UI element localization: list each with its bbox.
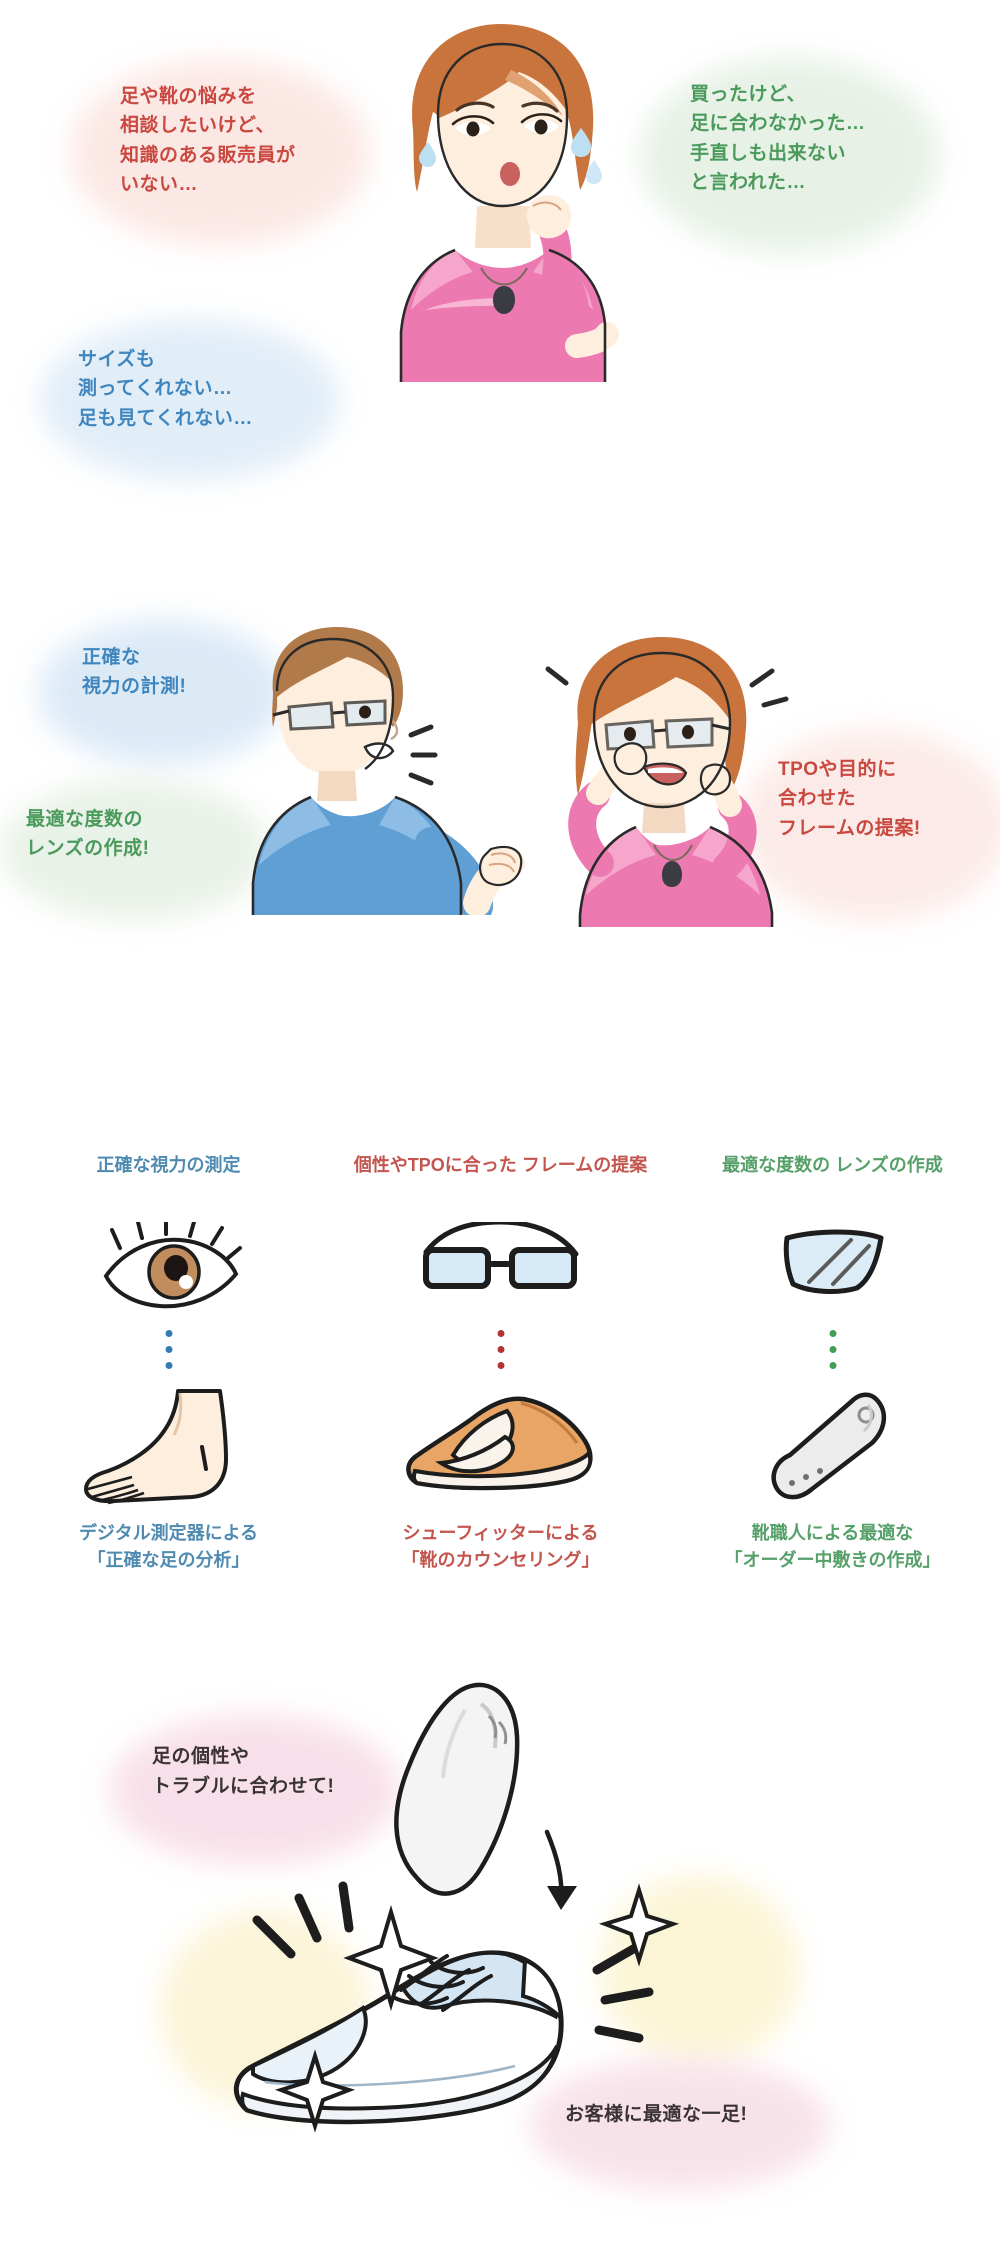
- sneaker-with-insole-illustration: [234, 1682, 680, 2133]
- dotted-connector-frame-shoe: [497, 1330, 504, 1369]
- column-measurement: 正確な視力の測定: [2, 1130, 335, 1650]
- bubble-text-problem-staff: 足や靴の悩みを 相談したいけど、 知識のある販売員が いない…: [120, 86, 296, 196]
- sparkle-icon: [274, 2049, 356, 2133]
- dotted-connector-measurement: [165, 1330, 172, 1369]
- sparkle-icon: [598, 1883, 680, 1967]
- eye-icon: [103, 1222, 242, 1309]
- column-foot-lens-insole: 靴職人による最適な 「オーダー中敷きの作成」: [724, 1523, 941, 1570]
- column-head-measurement: 正確な視力の測定: [96, 1155, 241, 1175]
- column-lens-insole: 最適な度数の レンズの作成 靴職人による最適な 「オーダー中敷きの作成」: [666, 1130, 999, 1650]
- column-head-frame-shoe: 個性やTPOに合った フレームの提案: [353, 1155, 648, 1175]
- customer-woman-illustration: [545, 637, 789, 927]
- caption-blob-pink-top: [110, 1715, 400, 1865]
- section-service-mapping: 正確な視力の測定: [0, 1130, 1000, 1650]
- speech-blob-green: [640, 58, 940, 253]
- insole-icon: [770, 1392, 886, 1500]
- benefit-blob-green: [0, 780, 270, 920]
- worried-woman-illustration: [399, 24, 619, 382]
- shoe-icon: [405, 1396, 593, 1491]
- section-optician-analogy: 正確な 視力の計測! 最適な度数の レンズの作成! TPOや目的に 合わせた フ…: [0, 565, 1000, 1120]
- caption-text-personalized: 足の個性や トラブルに合わせて!: [152, 1746, 335, 1798]
- foot-icon: [83, 1389, 228, 1505]
- caption-text-best-pair: お客様に最適な一足!: [565, 2104, 748, 2125]
- section-custom-insole-result: 足の個性や トラブルに合わせて! お客様に最適な一足!: [0, 1660, 1000, 2250]
- column-frame-shoe: 個性やTPOに合った フレームの提案 シューフィッターによる 「靴のカウンセリン…: [334, 1130, 667, 1650]
- bubble-text-benefit-frame: TPOや目的に 合わせた フレームの提案!: [778, 759, 921, 839]
- section-customer-problems: 足や靴の悩みを 相談したいけど、 知識のある販売員が いない… 買ったけど、 足…: [0, 0, 1000, 565]
- column-head-lens-insole: 最適な度数の レンズの作成: [722, 1155, 943, 1175]
- column-foot-measurement: デジタル測定器による 「正確な足の分析」: [78, 1523, 259, 1570]
- bubble-text-problem-fit: 買ったけど、 足に合わなかった… 手直しも出来ない と言われた…: [690, 84, 866, 194]
- speech-blob-blue: [40, 320, 340, 480]
- optician-man-illustration: [251, 627, 525, 915]
- column-foot-frame-shoe: シューフィッターによる 「靴のカウンセリング」: [401, 1523, 600, 1570]
- sparkle-icon: [343, 1904, 439, 2012]
- bubble-text-benefit-vision-test: 正確な 視力の計測!: [82, 647, 187, 698]
- speech-blob-red: [70, 60, 370, 245]
- dotted-connector-lens-insole: [829, 1330, 836, 1369]
- bubble-text-problem-measure: サイズも 測ってくれない… 足も見てくれない…: [78, 349, 253, 429]
- lens-icon: [783, 1229, 883, 1294]
- eyeglasses-icon: [422, 1222, 578, 1289]
- caption-blob-pink-bottom: [530, 2060, 830, 2190]
- benefit-blob-blue: [38, 620, 288, 765]
- bubble-text-benefit-lens: 最適な度数の レンズの作成!: [26, 809, 150, 860]
- benefit-blob-red: [740, 730, 1000, 920]
